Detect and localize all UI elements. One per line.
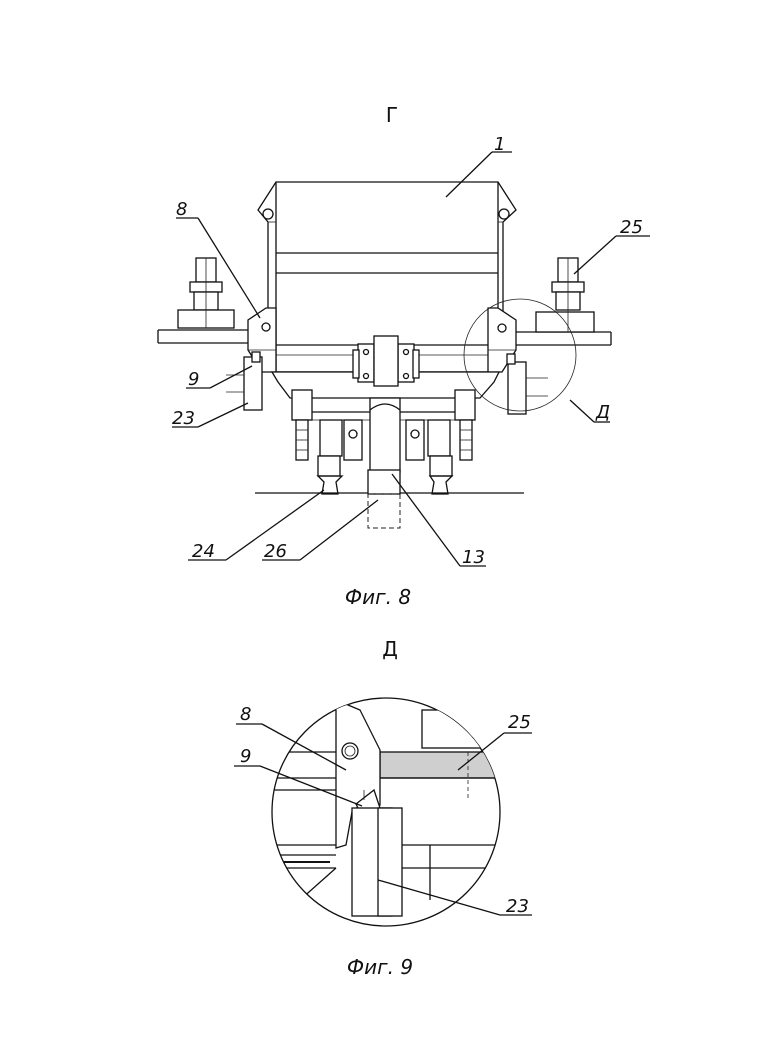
fig9-label-25: 25	[508, 712, 531, 733]
left-roller-23	[226, 352, 262, 410]
fig9-label-23: 23	[506, 896, 529, 917]
fig8-view-letter: Г	[386, 103, 398, 127]
fig8-label-8: 8	[176, 199, 187, 220]
figure-8: Г	[158, 103, 650, 609]
fig9-label-9: 9	[240, 746, 251, 767]
figure-9: Д	[234, 637, 532, 979]
fig9-label-8: 8	[240, 704, 251, 725]
right-roller	[507, 354, 548, 414]
fig8-label-1: 1	[494, 134, 505, 155]
right-column-post	[536, 258, 594, 332]
right-bogie	[406, 420, 472, 494]
fig8-label-d: Д	[595, 402, 610, 423]
central-coupling	[353, 336, 419, 386]
fig9-view-letter: Д	[382, 637, 398, 661]
left-bogie	[296, 420, 362, 494]
center-post-13	[368, 398, 400, 528]
fig8-label-26: 26	[264, 541, 287, 562]
fig8-label-9: 9	[188, 369, 199, 390]
left-rail-beam	[158, 330, 262, 343]
fig8-label-13: 13	[462, 547, 485, 568]
fig8-caption: Фиг. 8	[345, 585, 411, 609]
fig9-caption: Фиг. 9	[347, 955, 413, 979]
fig8-label-23: 23	[172, 408, 195, 429]
left-column-post	[178, 258, 234, 328]
fig8-label-24: 24	[192, 541, 215, 562]
fig8-label-25: 25	[620, 217, 643, 238]
